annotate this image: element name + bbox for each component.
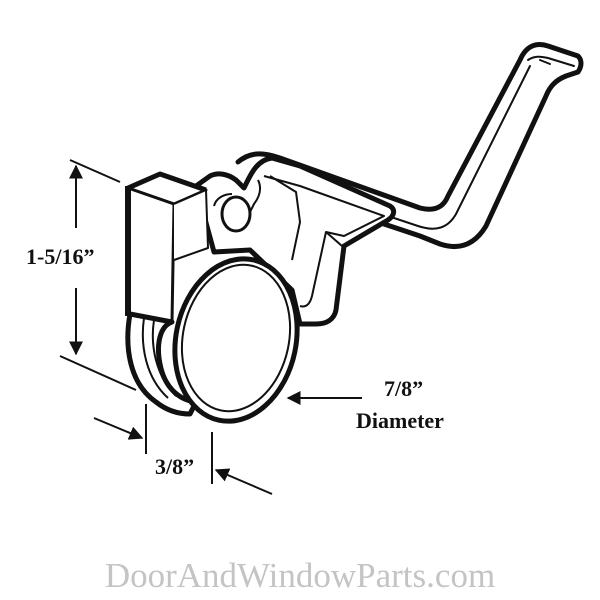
watermark: DoorAndWindowParts.com: [104, 556, 496, 595]
width-dimension-label: 3/8”: [155, 454, 195, 479]
height-dimension: [59, 159, 137, 391]
diameter-dimension-value: 7/8”: [384, 376, 424, 401]
height-dimension-label: 1-5/16”: [26, 244, 95, 269]
wheel-face: [172, 256, 300, 424]
wheel-rim: [180, 263, 292, 413]
mounting-block: [125, 171, 209, 324]
wheel-tire: [125, 311, 199, 417]
width-dimension: [93, 404, 273, 495]
diameter-dimension-label: Diameter: [356, 408, 444, 433]
housing: [193, 155, 397, 327]
